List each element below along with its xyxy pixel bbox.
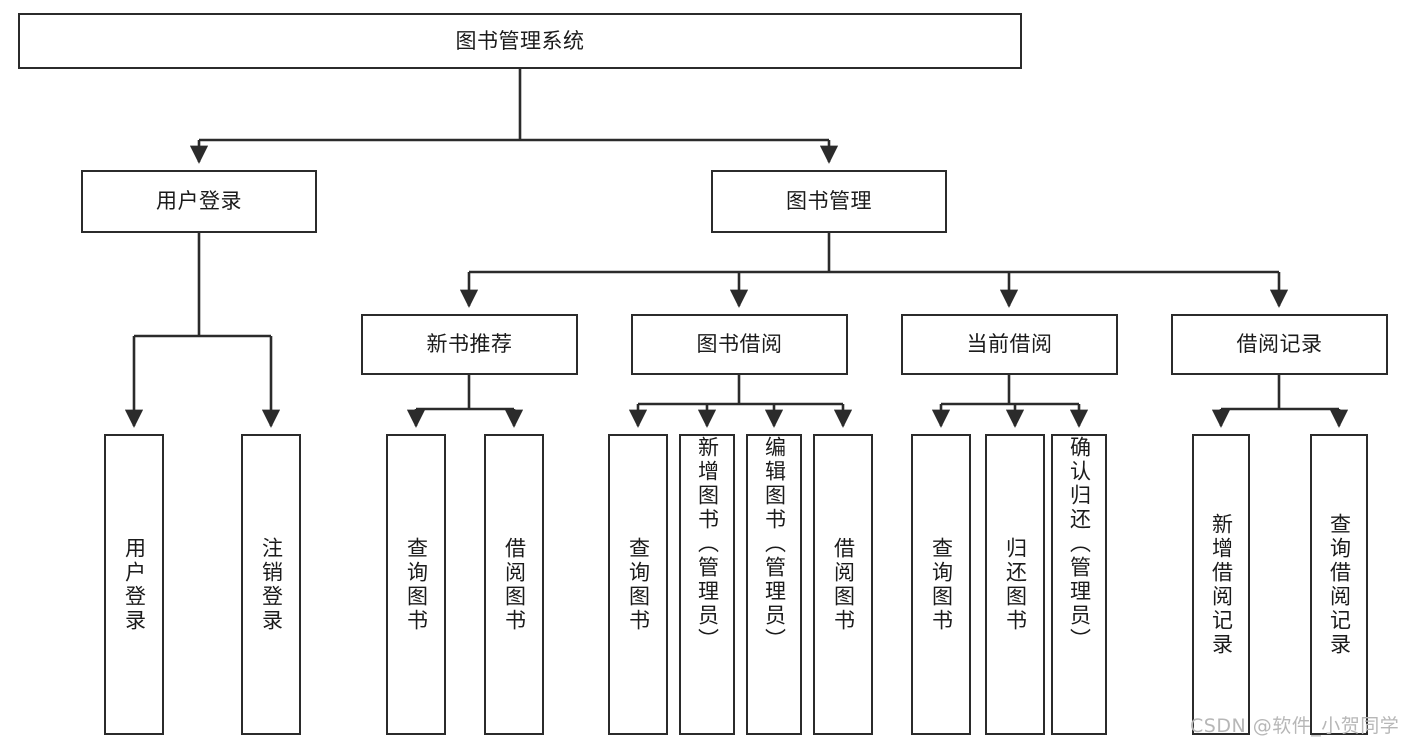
node-root-label: 图书管理系统 (455, 28, 585, 53)
node-user-login-label: 用户登录 (156, 189, 242, 214)
node-root[interactable]: 图书管理系统 (18, 13, 1022, 69)
node-leaf-borrow-book-1-label: 借阅图书 (502, 536, 527, 633)
node-leaf-add-book-label: 新增图书（管理员） (695, 436, 720, 652)
node-book-manage[interactable]: 图书管理 (711, 170, 947, 233)
csdn-watermark: CSDN @软件_小贺同学 (1190, 715, 1400, 737)
node-leaf-query-book-2[interactable]: 查询图书 (608, 434, 668, 735)
node-leaf-query-book-3-label: 查询图书 (929, 536, 954, 633)
node-leaf-query-record[interactable]: 查询借阅记录 (1310, 434, 1368, 735)
node-book-borrow[interactable]: 图书借阅 (631, 314, 848, 375)
node-leaf-borrow-book-1[interactable]: 借阅图书 (484, 434, 544, 735)
node-leaf-query-book-3[interactable]: 查询图书 (911, 434, 971, 735)
node-leaf-return-book-label: 归还图书 (1003, 536, 1028, 633)
node-leaf-query-book-1-label: 查询图书 (404, 536, 429, 633)
node-leaf-confirm-return-label: 确认归还（管理员） (1067, 436, 1092, 652)
node-leaf-edit-book[interactable]: 编辑图书（管理员） (746, 434, 802, 735)
node-user-login[interactable]: 用户登录 (81, 170, 317, 233)
node-leaf-return-book[interactable]: 归还图书 (985, 434, 1045, 735)
node-leaf-borrow-book-2-label: 借阅图书 (831, 536, 856, 633)
node-leaf-query-book-1[interactable]: 查询图书 (386, 434, 446, 735)
node-borrow-record[interactable]: 借阅记录 (1171, 314, 1388, 375)
node-leaf-add-record[interactable]: 新增借阅记录 (1192, 434, 1250, 735)
node-leaf-borrow-book-2[interactable]: 借阅图书 (813, 434, 873, 735)
node-leaf-edit-book-label: 编辑图书（管理员） (762, 436, 787, 652)
node-book-manage-label: 图书管理 (786, 189, 872, 214)
node-borrow-record-label: 借阅记录 (1236, 332, 1323, 357)
node-leaf-logout-label: 注销登录 (259, 536, 284, 633)
node-leaf-query-book-2-label: 查询图书 (626, 536, 651, 633)
node-leaf-user-login-label: 用户登录 (122, 536, 147, 633)
node-new-book-recommend-label: 新书推荐 (426, 332, 513, 357)
node-book-borrow-label: 图书借阅 (696, 332, 783, 357)
node-current-borrow[interactable]: 当前借阅 (901, 314, 1118, 375)
node-leaf-confirm-return[interactable]: 确认归还（管理员） (1051, 434, 1107, 735)
node-leaf-add-record-label: 新增借阅记录 (1209, 512, 1234, 657)
node-current-borrow-label: 当前借阅 (966, 332, 1053, 357)
node-new-book-recommend[interactable]: 新书推荐 (361, 314, 578, 375)
node-leaf-user-login[interactable]: 用户登录 (104, 434, 164, 735)
node-leaf-add-book[interactable]: 新增图书（管理员） (679, 434, 735, 735)
node-leaf-logout[interactable]: 注销登录 (241, 434, 301, 735)
node-leaf-query-record-label: 查询借阅记录 (1327, 512, 1352, 657)
